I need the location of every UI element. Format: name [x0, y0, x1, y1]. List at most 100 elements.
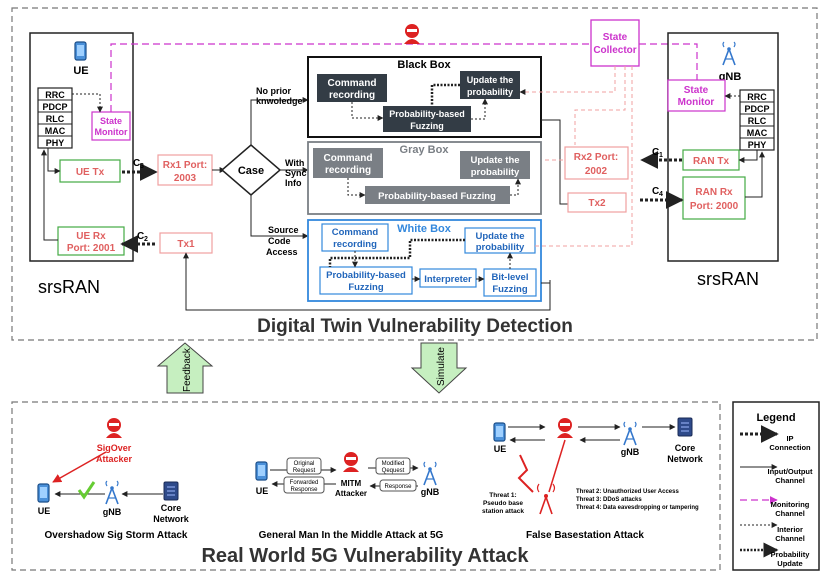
black-update-2: probability: [467, 87, 513, 97]
black-update-1: Update the: [467, 75, 514, 85]
legend-title: Legend: [756, 412, 795, 424]
overshadow-core-2: Network: [153, 514, 190, 524]
ue-phone-icon: [74, 41, 87, 61]
overshadow-caption: Overshadow Sig Storm Attack: [45, 530, 188, 541]
gray-update-1: Update the: [470, 155, 519, 166]
ue-state-monitor-line1: State: [100, 116, 122, 126]
ue-stack-rrc: RRC: [45, 90, 65, 100]
fbs-ue-icon: [493, 422, 506, 442]
threat1-line3: station attack: [482, 508, 524, 515]
pseudo-base-station-icon: [536, 483, 556, 515]
forwarded-response-1: Forwarded: [290, 480, 319, 486]
ran-tx-label: RAN Tx: [693, 156, 730, 167]
branch-sync-3: Info: [285, 178, 302, 188]
ue-protocol-stack: RRC PDCP RLC MAC PHY: [37, 87, 73, 149]
overshadow-gnb-icon: [105, 480, 119, 505]
white-interpreter-label: Interpreter: [424, 274, 472, 285]
c4-label: C: [652, 186, 659, 197]
threat3-line: Threat 3: DDoS attacks: [576, 497, 642, 503]
mitm-gnb-icon: [423, 461, 437, 486]
response-label: Response: [384, 484, 412, 490]
state-collector-box: [590, 19, 640, 67]
ue-device-panel: [29, 32, 134, 262]
modified-request-box: [375, 457, 411, 475]
c3-subscript: 3: [140, 163, 144, 170]
gnb-stack-rlc: RLC: [748, 116, 767, 126]
legend-io-1: Input/Output: [768, 467, 813, 476]
forwarded-response-2: Response: [290, 487, 318, 493]
ue-stack-phy: PHY: [46, 138, 65, 148]
threat1-line2: Pseudo base: [483, 500, 523, 507]
mitm-attacker-icon: [343, 452, 359, 472]
gray-cmd-2: recording: [325, 165, 371, 176]
check-icon: [77, 481, 96, 500]
legend-prob-1: Probability: [771, 550, 811, 559]
gnb-protocol-stack: RRC PDCP RLC MAC PHY: [739, 89, 775, 151]
white-box-title: White Box: [397, 223, 452, 235]
black-cmd-box: [317, 74, 387, 102]
overshadow-ue-label: UE: [38, 506, 51, 516]
threat1-line1: Threat 1:: [489, 492, 516, 499]
tx1-label: Tx1: [177, 239, 195, 250]
threat2-line: Threat 2: Unauthorized User Access: [576, 489, 679, 495]
fbs-gnb-label: gNB: [621, 447, 640, 457]
c2-label: C: [137, 231, 144, 242]
white-bitlevel-2: Fuzzing: [492, 284, 528, 295]
ran-rx-label-1: RAN Rx: [695, 187, 733, 198]
ran-rx-box: [682, 176, 746, 220]
srsran-left-label: srsRAN: [38, 277, 100, 297]
sigover-label-1: SigOver: [97, 443, 132, 453]
forwarded-response-box: [283, 476, 325, 494]
response-box: [379, 479, 417, 492]
tx2-label: Tx2: [588, 198, 606, 209]
c4-subscript: 4: [659, 191, 663, 198]
sigover-label-2: Attacker: [96, 454, 133, 464]
mitm-ue-icon: [255, 461, 268, 481]
white-bitlevel-box: [483, 268, 537, 297]
legend-monitor-2: Channel: [775, 509, 805, 518]
gray-cmd-box: [313, 148, 383, 178]
gnb-device-panel: [667, 32, 779, 262]
ue-state-monitor-line2: Monitor: [95, 127, 128, 137]
black-cmd-2: recording: [329, 90, 375, 101]
fbs-core-1: Core: [675, 443, 696, 453]
branch-source-3: Access: [266, 247, 298, 257]
c1-subscript: 1: [659, 152, 663, 159]
gnb-tower-icon: [722, 41, 736, 66]
bottom-title: Real World 5G Vulnerability Attack: [201, 545, 529, 567]
gray-fuzz-box: [365, 186, 510, 204]
white-update-1: Update the: [475, 231, 524, 242]
gray-update-2: probability: [471, 167, 520, 178]
srsran-right-label: srsRAN: [697, 269, 759, 289]
gnb-state-monitor-1: State: [684, 85, 709, 96]
white-update-box: [464, 227, 536, 254]
simulate-arrow: Simulate: [410, 342, 468, 394]
legend-interior-1: Interior: [777, 525, 803, 534]
black-fuzz-2: Fuzzing: [410, 121, 444, 131]
lightning-icon: [517, 454, 534, 493]
ue-stack-rlc: RLC: [46, 114, 65, 124]
fbs-core-icon: [677, 417, 693, 437]
ue-label: UE: [73, 65, 88, 77]
sigover-attacker-icon: [106, 418, 122, 438]
bottom-frame: [11, 401, 721, 571]
ue-stack-pdcp: PDCP: [42, 102, 67, 112]
mitm-attacker-2: Attacker: [335, 489, 367, 498]
black-box-title: Black Box: [397, 59, 451, 71]
c2-subscript: 2: [144, 236, 148, 243]
feedback-arrow: Feedback: [156, 342, 214, 394]
white-bitlevel-1: Bit-level: [492, 272, 529, 283]
black-fuzz-box: [383, 106, 471, 132]
fbs-attacker-icon: [557, 418, 573, 438]
modified-request-1: Modified: [382, 461, 405, 467]
branch-source-2: Code: [268, 236, 291, 246]
top-frame: [11, 7, 818, 341]
gray-box-title: Gray Box: [400, 144, 450, 156]
simulate-label: Simulate: [436, 347, 447, 386]
black-fuzz-1: Probability-based: [389, 109, 465, 119]
fbs-ue-label: UE: [494, 444, 507, 454]
branch-source-1: Source: [268, 225, 299, 235]
white-cmd-2: recording: [333, 239, 377, 250]
black-update-box: [460, 71, 520, 99]
